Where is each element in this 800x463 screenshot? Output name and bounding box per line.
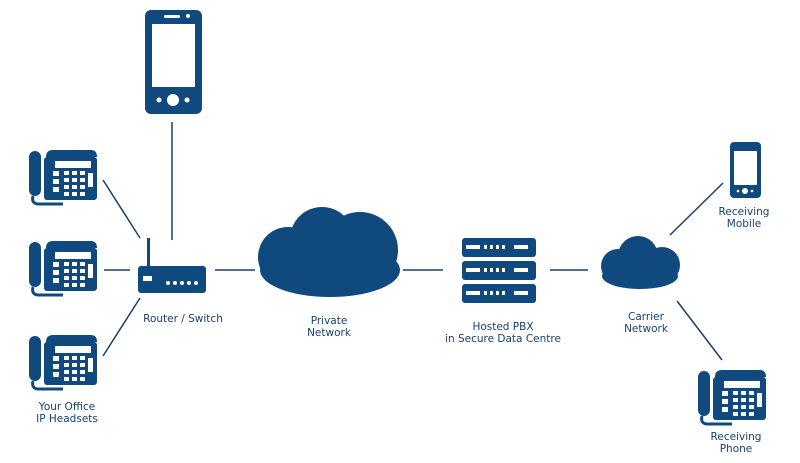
carrier-network-label-line1: Carrier [628, 311, 664, 323]
private-network-label-line2: Network [307, 327, 351, 339]
link-phone3-router [102, 297, 141, 357]
desk-phone-icon [696, 368, 768, 426]
router-icon [138, 238, 206, 293]
hosted-pbx-label-line1: Hosted PBX [472, 321, 534, 333]
link-carrier-mobile [669, 182, 724, 236]
router-label: Router / Switch [143, 313, 223, 325]
desk-phone-icon [27, 239, 99, 297]
receiving-phone-label: Receiving Phone [711, 431, 762, 455]
carrier-network-label: Carrier Network [624, 311, 668, 335]
carrier-network-label-line2: Network [624, 323, 668, 335]
receiving-phone-label-line2: Phone [719, 443, 753, 455]
receiving-mobile-label-line2: Mobile [726, 218, 762, 230]
desk-phone-icon [27, 148, 99, 206]
cloud-icon [258, 207, 400, 297]
smartphone-icon [730, 142, 761, 198]
private-network-label: Private Network [307, 315, 351, 339]
hosted-pbx-label-line2: in Secure Data Centre [445, 333, 561, 345]
private-network-label-line1: Private [310, 315, 348, 327]
cloud-icon [601, 236, 680, 289]
receiving-phone-label-line1: Receiving [710, 431, 762, 443]
server-stack-icon [462, 238, 536, 303]
hosted-pbx-label: Hosted PBX in Secure Data Centre [445, 321, 561, 345]
link-carrier-phone [676, 300, 723, 361]
office-label: Your Office IP Headsets [36, 401, 98, 425]
receiving-mobile-label: Receiving Mobile [719, 206, 770, 230]
receiving-mobile-label-line1: Receiving [718, 206, 770, 218]
link-phone1-router [102, 179, 141, 239]
smartphone-icon [145, 10, 202, 114]
office-label-line2: IP Headsets [36, 413, 98, 425]
office-label-line1: Your Office [38, 401, 96, 413]
desk-phone-icon [27, 333, 99, 391]
